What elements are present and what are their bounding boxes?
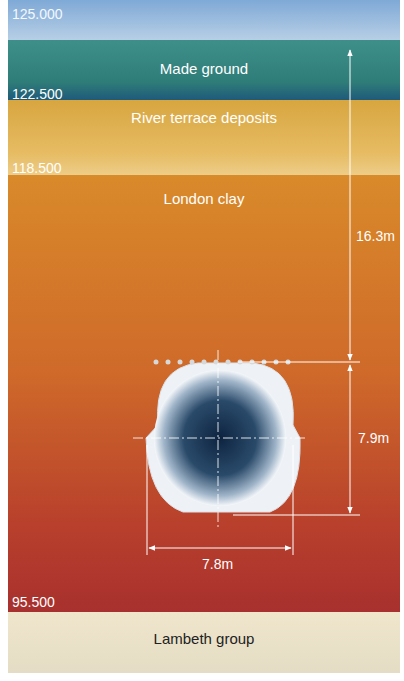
elevation-label: 95.500 [12, 594, 55, 610]
dimension-label: 7.9m [358, 430, 389, 446]
layer-name: Lambeth group [8, 630, 400, 647]
layer-name: Made ground [8, 60, 400, 77]
sky-band [8, 0, 400, 40]
elevation-label: 125.000 [12, 6, 63, 22]
elevation-label: 122.500 [12, 86, 63, 102]
dimension-label: 7.8m [202, 556, 233, 572]
tunnel-illustration [8, 0, 400, 673]
soil-layer-band: River terrace deposits [8, 100, 400, 175]
dimension-label: 16.3m [356, 228, 395, 244]
elevation-label: 118.500 [12, 160, 62, 176]
layer-name: River terrace deposits [8, 109, 400, 126]
section-frame: Made groundRiver terrace depositsLondon … [8, 0, 400, 673]
soil-layer-band: Lambeth group [8, 612, 400, 673]
layer-name: London clay [8, 190, 400, 207]
soil-layer-band: Made ground [8, 40, 400, 100]
